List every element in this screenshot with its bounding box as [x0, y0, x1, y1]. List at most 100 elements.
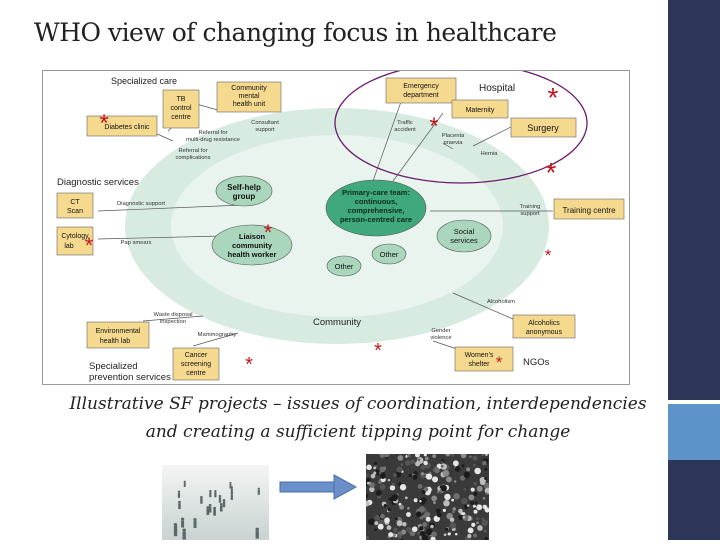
sparse-crowd-photo	[162, 465, 269, 540]
dense-crowd-head	[451, 453, 455, 457]
dense-crowd-head	[408, 473, 413, 478]
dense-crowd-head	[443, 533, 447, 537]
dense-crowd-head	[393, 527, 398, 533]
dense-crowd-head	[483, 529, 487, 533]
community-mental-health-box	[216, 81, 282, 113]
dense-crowd-head	[482, 460, 487, 466]
dense-crowd-head	[425, 516, 431, 522]
waste-label-1: Waste disposal	[153, 312, 192, 318]
asterisk-womens: *	[496, 353, 503, 372]
dense-crowd-head	[373, 466, 377, 470]
dense-crowd-head	[423, 460, 428, 466]
community-label: Community	[313, 317, 361, 328]
dense-crowd-head	[396, 520, 403, 527]
dense-crowd-head	[363, 535, 370, 541]
dense-crowd-head	[472, 504, 476, 508]
dense-crowd-head	[481, 519, 489, 526]
dense-crowd-head	[425, 528, 433, 536]
specialized-prevention-label-2: prevention services	[89, 372, 171, 383]
alcoholics-label-2: anonymous	[526, 329, 563, 336]
womens-shelter-box	[454, 346, 514, 372]
traffic-label-2: accident	[394, 127, 416, 133]
dense-crowd-head	[377, 523, 384, 530]
dense-crowd-head	[480, 452, 485, 457]
other-node-right	[371, 243, 407, 265]
dense-crowd-head	[409, 530, 416, 537]
dense-crowd-head	[449, 521, 457, 529]
caption-line-2: and creating a sufficient tipping point …	[145, 422, 571, 442]
dense-crowd-head	[414, 452, 420, 458]
sparse-person-figure	[230, 492, 234, 500]
dense-crowd-head	[469, 455, 472, 458]
dense-crowd-head	[474, 501, 478, 505]
dense-crowd-head	[419, 531, 426, 537]
pap-smears-label: Pap smears	[121, 240, 152, 246]
dense-crowd-head	[440, 463, 448, 470]
dense-crowd-head	[444, 493, 451, 501]
dense-crowd-head	[389, 485, 396, 491]
sparse-person-figure	[200, 495, 203, 504]
cancer-label-3: centre	[186, 370, 206, 377]
dense-crowd-photo	[363, 451, 492, 542]
dense-crowd-head	[373, 461, 377, 466]
dense-crowd-head	[411, 526, 418, 532]
dense-crowd-head	[458, 508, 463, 514]
dense-crowd-head	[484, 507, 490, 513]
referral-mdr-label-2: multi-drug resistance	[186, 137, 240, 143]
dense-crowd-head	[452, 460, 459, 467]
womens-label-1: Women's	[465, 352, 494, 359]
social-services-node	[436, 219, 492, 253]
sparse-person-figure	[255, 527, 260, 539]
cmhu-label-1: Community	[231, 85, 267, 92]
dense-crowd-head	[374, 521, 379, 526]
dense-crowd-head	[387, 478, 391, 482]
dense-crowd-head	[417, 531, 421, 535]
cancer-label-2: screening	[181, 361, 211, 368]
training-centre-box	[553, 198, 625, 220]
surgery-box	[510, 117, 577, 138]
sparse-person-figure	[209, 489, 212, 498]
alcoholism-label: Alcoholism	[487, 299, 515, 305]
healthcare-focus-diagram: Self-help group Primary-care team: conti…	[42, 62, 630, 385]
dense-crowd-head	[404, 496, 408, 500]
asterisk-traffic: *	[429, 113, 438, 140]
dense-crowd-head	[452, 507, 456, 511]
dense-crowd-head	[425, 473, 433, 480]
self-help-label-1: Self-help	[227, 183, 261, 192]
dense-crowd-head	[454, 466, 461, 472]
dense-crowd-head	[386, 525, 392, 530]
dense-crowd-head	[436, 512, 442, 518]
dense-crowd-head	[454, 532, 458, 536]
dense-crowd-head	[440, 465, 444, 468]
dense-crowd-head	[483, 482, 490, 489]
dense-crowd-head	[395, 471, 402, 478]
dense-crowd-head	[453, 493, 460, 500]
sparse-person-figure	[222, 499, 226, 508]
dense-crowd-head	[440, 461, 444, 464]
dense-crowd-head	[379, 452, 386, 458]
dense-crowd-head	[473, 481, 478, 486]
dense-crowd-head	[460, 452, 467, 459]
dense-crowd-head	[431, 531, 437, 538]
dense-crowd-head	[419, 515, 424, 520]
dense-crowd-head	[467, 527, 474, 534]
dense-crowd-head	[484, 477, 488, 480]
waste-label-2: inspection	[160, 319, 186, 325]
ct-label-2: Scan	[67, 208, 83, 215]
alcoholics-anonymous-box	[512, 314, 576, 339]
dense-crowd-head	[445, 476, 452, 483]
dense-crowd-head	[434, 467, 440, 474]
dense-crowd-head	[468, 494, 475, 501]
dense-crowd-head	[378, 519, 385, 526]
placenta-label-1: Placenta	[442, 133, 465, 139]
maternity-label: Maternity	[466, 107, 495, 114]
emergency-department-box	[385, 77, 457, 104]
liaison-label-1: Liaison	[239, 232, 266, 241]
social-label-2: services	[450, 236, 478, 245]
dense-crowd-head	[410, 459, 416, 465]
surgery-label: Surgery	[527, 123, 559, 133]
womens-label-2: shelter	[468, 361, 490, 368]
sparse-person-figure	[218, 494, 222, 503]
dense-crowd-head	[476, 517, 480, 521]
dense-crowd-head	[417, 484, 423, 489]
